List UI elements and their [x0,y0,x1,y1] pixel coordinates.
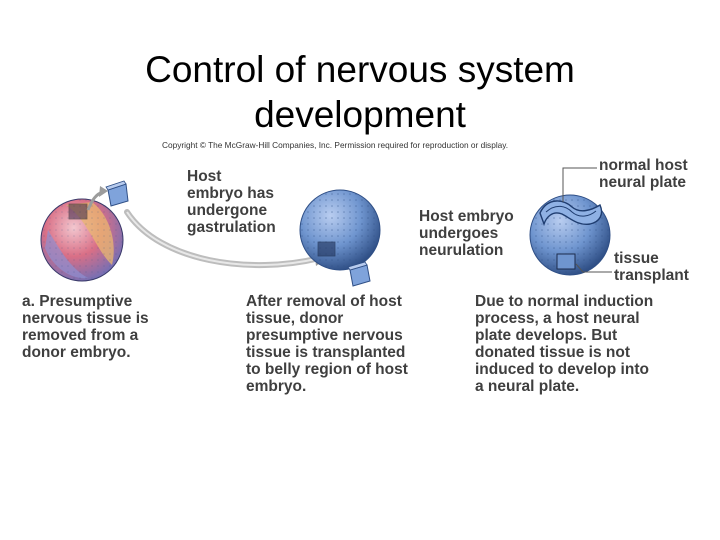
host-graft-site [317,241,336,257]
label-normal-host-neural-plate: normal host neural plate [599,157,688,191]
label-host-gastrulation: Host embryo has undergone gastrulation [187,168,276,236]
donor-excision-site [68,203,88,220]
transplanted-tissue [556,253,576,270]
title-line-2: development [254,93,466,135]
leader-lines [562,167,612,273]
caption-step-b: After removal of host tissue, donor pres… [246,293,408,395]
slide-title: Control of nervous system development [60,47,660,137]
caption-step-c: Due to normal induction process, a host … [475,293,654,395]
donor-tissue-piece [105,180,129,207]
removed-host-tissue [347,261,371,287]
host-embryo-gastrula [299,189,381,271]
label-host-neurulation: Host embryo undergoes neurulation [419,208,514,259]
label-tissue-transplant: tissue transplant [614,250,689,284]
host-embryo-neurula [529,194,611,276]
title-line-1: Control of nervous system [145,48,575,90]
caption-step-a: a. Presumptive nervous tissue is removed… [22,293,149,361]
donor-embryo [40,198,124,282]
copyright-notice: Copyright © The McGraw-Hill Companies, I… [162,140,509,150]
